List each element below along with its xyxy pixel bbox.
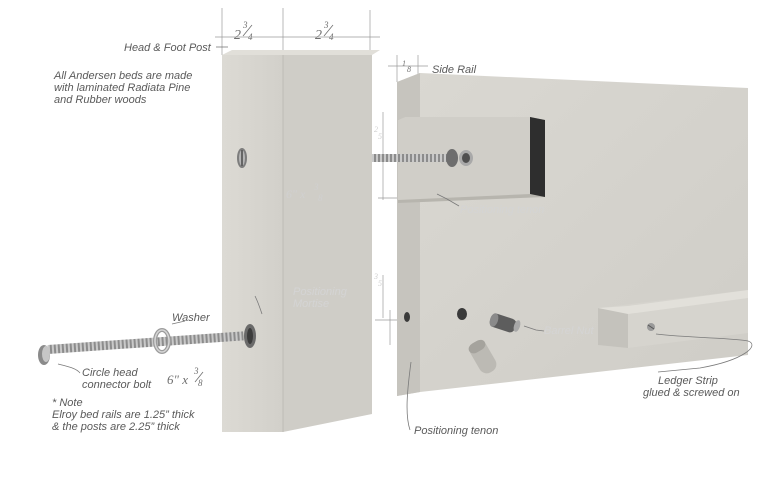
woods-note: All Andersen beds are made with laminate… bbox=[53, 70, 192, 106]
dim-bolt-upper-den: 8 bbox=[318, 193, 323, 203]
dim-bolt-lower-num: 3 bbox=[193, 366, 199, 376]
side-rail-label: Side Rail bbox=[432, 64, 477, 76]
positioning-mortise-label-line-2: Mortise bbox=[293, 298, 329, 310]
positioning-tenon-upper-label: Positioning tenon bbox=[460, 204, 544, 216]
ledger-strip-label: Ledger Strip glued & screwed on bbox=[643, 375, 740, 399]
upper-connector-bolt bbox=[372, 149, 473, 167]
thickness-note-line-3: & the posts are 2.25” thick bbox=[52, 421, 180, 433]
dim-bolt-lower: 6ʺ x 3 8 bbox=[167, 366, 204, 388]
dim-tenon-height: 2 5 bbox=[374, 125, 382, 141]
circle-head-bolt-label-line-1: Circle head bbox=[82, 367, 139, 379]
positioning-mortise-label: Positioning Mortise bbox=[293, 286, 348, 310]
woods-note-line-2: with laminated Radiata Pine bbox=[54, 82, 190, 94]
dim-tenon-depth: 3 5 bbox=[373, 272, 382, 288]
dim-bolt-upper-prefix: 6ʺ x bbox=[286, 187, 306, 201]
ledger-strip bbox=[598, 290, 748, 348]
leader-lines bbox=[57, 46, 753, 431]
dim-bolt-upper-num: 3 bbox=[313, 182, 319, 192]
dim-post-depth: 2 3 4 bbox=[234, 20, 253, 43]
dim-rail-offset-den: 8 bbox=[407, 65, 411, 74]
woods-note-line-1: All Andersen beds are made bbox=[53, 70, 192, 82]
washer bbox=[153, 328, 171, 354]
barrel-nut-label: Barrel Nut bbox=[544, 325, 594, 337]
dim-tenon-height-num: 2 bbox=[374, 125, 378, 134]
positioning-mortise-label-line-1: Positioning bbox=[293, 286, 348, 298]
thickness-note-line-1: * Note bbox=[52, 397, 83, 409]
dim-post-depth-num: 3 bbox=[242, 20, 248, 30]
dim-rail-offset-num: 1 bbox=[402, 59, 406, 68]
head-foot-post-label: Head & Foot Post bbox=[124, 42, 212, 54]
dim-bolt-lower-prefix: 6ʺ x bbox=[167, 372, 188, 387]
rail-end-hole bbox=[404, 312, 410, 322]
tenon-shadow bbox=[530, 117, 545, 197]
woods-note-line-3: and Rubber woods bbox=[54, 94, 147, 106]
dim-bolt-upper: 6ʺ x 3 8 bbox=[286, 182, 323, 203]
dim-tenon-depth-num: 3 bbox=[373, 272, 378, 281]
thickness-note: * Note Elroy bed rails are 1.25” thick &… bbox=[52, 397, 195, 433]
ledger-strip-label-line-1: Ledger Strip bbox=[658, 375, 718, 387]
side-rail bbox=[397, 73, 748, 396]
dim-tenon-depth-den: 5 bbox=[378, 279, 382, 288]
rail-bolt-hole bbox=[457, 308, 467, 320]
dim-post-depth-whole: 2 bbox=[234, 28, 241, 43]
dim-post-width-num: 3 bbox=[323, 20, 329, 30]
post-side bbox=[283, 55, 372, 432]
dim-post-width-den: 4 bbox=[329, 32, 334, 42]
dim-rail-offset: 1 8 bbox=[402, 59, 411, 74]
dim-post-width: 2 3 4 bbox=[315, 20, 334, 43]
thickness-note-line-2: Elroy bed rails are 1.25” thick bbox=[52, 409, 195, 421]
head-foot-post bbox=[222, 50, 380, 432]
ledger-strip-label-line-2: glued & screwed on bbox=[643, 387, 740, 399]
upper-barrel-nut-icon bbox=[446, 149, 458, 167]
circle-head-bolt-label: Circle head connector bolt bbox=[82, 367, 152, 391]
washer-label: Washer bbox=[172, 312, 211, 324]
positioning-tenon-lower-label: Positioning tenon bbox=[414, 425, 498, 437]
dim-bolt-lower-den: 8 bbox=[198, 378, 203, 388]
barrel-nut bbox=[489, 313, 521, 333]
upper-bolt-head-icon bbox=[237, 148, 247, 168]
circle-head-bolt-label-line-2: connector bolt bbox=[82, 379, 152, 391]
circle-head-connector-bolt bbox=[38, 331, 244, 365]
positioning-tenon-lower-shape bbox=[468, 339, 497, 374]
dim-post-depth-den: 4 bbox=[248, 32, 253, 42]
dim-post-width-whole: 2 bbox=[315, 28, 322, 43]
dim-tenon-height-den: 5 bbox=[378, 132, 382, 141]
post-front bbox=[222, 55, 283, 432]
